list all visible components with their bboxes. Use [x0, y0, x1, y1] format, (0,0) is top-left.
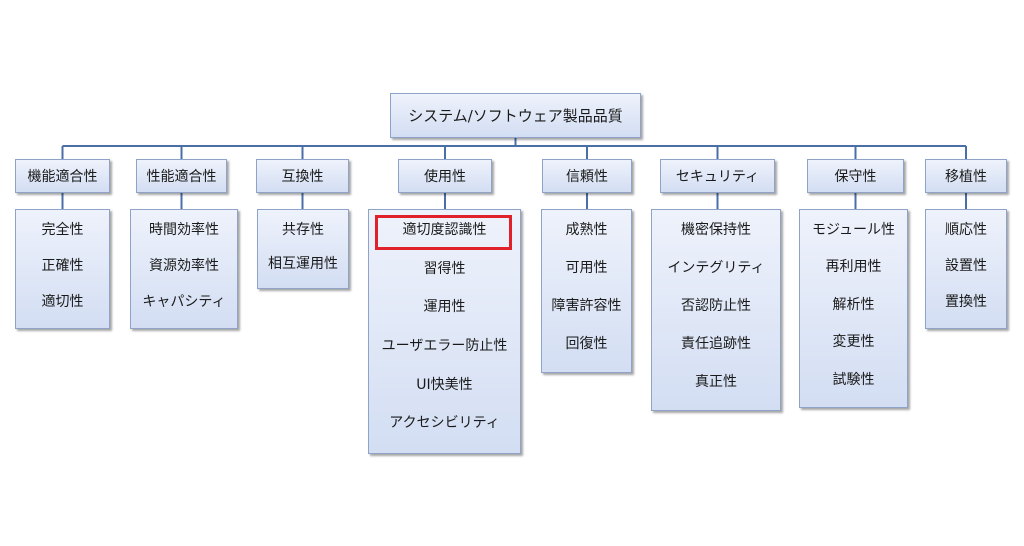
category-label: 機能適合性 — [27, 169, 98, 185]
subcharacteristic-label: 設置性 — [945, 258, 987, 274]
subcharacteristic-label: 時間効率性 — [149, 222, 219, 238]
category-item-list: 時間効率性資源効率性キャパシティ — [130, 209, 238, 329]
subcharacteristic-item: 変更性 — [829, 332, 879, 369]
subcharacteristic-item: 資源効率性 — [145, 256, 223, 292]
subcharacteristic-item: 解析性 — [829, 295, 879, 332]
subcharacteristic-label: 適切度認識性 — [402, 222, 487, 238]
subcharacteristic-item: 順応性 — [941, 220, 991, 256]
category-label: 保守性 — [834, 169, 877, 185]
subcharacteristic-label: 相互運用性 — [268, 256, 338, 272]
subcharacteristic-item: 正確性 — [38, 256, 88, 292]
category-header: 保守性 — [807, 159, 904, 193]
subcharacteristic-item: 試験性 — [829, 370, 879, 407]
subcharacteristic-label: 可用性 — [565, 260, 608, 276]
subcharacteristic-item: 共存性 — [278, 220, 328, 254]
subcharacteristic-label: 正確性 — [41, 258, 84, 274]
category-item-list: 共存性相互運用性 — [257, 209, 349, 289]
subcharacteristic-item: 再利用性 — [822, 257, 886, 294]
subcharacteristic-label: 共存性 — [282, 222, 324, 238]
subcharacteristic-label: 変更性 — [832, 334, 875, 351]
subcharacteristic-label: 解析性 — [832, 296, 875, 313]
subcharacteristic-item: 完全性 — [38, 220, 88, 256]
subcharacteristic-item: 責任追跡性 — [677, 334, 755, 372]
category-item-list: 順応性設置性置換性 — [925, 209, 1007, 329]
subcharacteristic-item: 適切性 — [38, 292, 88, 328]
subcharacteristic-label: キャパシティ — [142, 294, 226, 310]
category-item-list: モジュール性再利用性解析性変更性試験性 — [799, 209, 908, 408]
root-label: システム/ソフトウェア製品品質 — [408, 107, 623, 125]
subcharacteristic-item: 時間効率性 — [145, 220, 223, 256]
subcharacteristic-item: 習得性 — [420, 259, 470, 298]
subcharacteristic-label: 習得性 — [423, 260, 466, 277]
subcharacteristic-label: インテグリティ — [667, 260, 765, 276]
subcharacteristic-item: モジュール性 — [808, 220, 899, 257]
subcharacteristic-label: 障害許容性 — [551, 298, 622, 314]
category-label: 使用性 — [424, 169, 466, 185]
category-header: セキュリティ — [660, 159, 775, 193]
category-label: 互換性 — [281, 169, 324, 185]
subcharacteristic-item: 可用性 — [562, 258, 612, 296]
subcharacteristic-item: 成熟性 — [562, 220, 612, 258]
category-header: 機能適合性 — [15, 159, 110, 193]
subcharacteristic-item: 障害許容性 — [548, 296, 626, 334]
subcharacteristic-item: 相互運用性 — [264, 254, 342, 288]
category-label: セキュリティ — [675, 169, 760, 185]
category-label: 信頼性 — [566, 169, 608, 185]
subcharacteristic-item: アクセシビリティ — [385, 413, 503, 452]
subcharacteristic-item: 真正性 — [691, 372, 741, 410]
subcharacteristic-label: 機密保持性 — [681, 222, 751, 238]
subcharacteristic-label: 真正性 — [695, 374, 737, 390]
subcharacteristic-label: 運用性 — [423, 299, 466, 316]
subcharacteristic-item: ユーザエラー防止性 — [378, 336, 512, 375]
subcharacteristic-item: 否認防止性 — [677, 296, 755, 334]
category-header: 使用性 — [398, 159, 492, 193]
subcharacteristic-item: キャパシティ — [138, 292, 229, 328]
category-item-list: 完全性正確性適切性 — [15, 209, 110, 329]
category-header: 性能適合性 — [136, 159, 227, 193]
subcharacteristic-label: 完全性 — [41, 222, 84, 238]
subcharacteristic-label: 順応性 — [945, 222, 987, 238]
subcharacteristic-label: アクセシビリティ — [389, 415, 500, 432]
subcharacteristic-label: 再利用性 — [825, 259, 882, 276]
subcharacteristic-item: 回復性 — [562, 334, 612, 372]
subcharacteristic-item: 運用性 — [420, 297, 470, 336]
subcharacteristic-label: 否認防止性 — [681, 298, 751, 314]
subcharacteristic-item: 置換性 — [941, 292, 991, 328]
category-header: 互換性 — [256, 159, 349, 193]
subcharacteristic-label: 置換性 — [945, 294, 987, 310]
subcharacteristic-label: 適切性 — [41, 294, 84, 310]
subcharacteristic-label: 試験性 — [832, 371, 875, 388]
subcharacteristic-item: インテグリティ — [663, 258, 768, 296]
subcharacteristic-item: UI快美性 — [412, 375, 476, 414]
category-header: 移植性 — [925, 159, 1007, 193]
category-label: 性能適合性 — [146, 169, 217, 185]
subcharacteristic-item: 機密保持性 — [677, 220, 755, 258]
category-header: 信頼性 — [542, 159, 632, 193]
category-item-list: 機密保持性インテグリティ否認防止性責任追跡性真正性 — [651, 209, 781, 411]
subcharacteristic-label: UI快美性 — [416, 376, 473, 393]
subcharacteristic-label: ユーザエラー防止性 — [381, 338, 508, 355]
subcharacteristic-label: 回復性 — [565, 336, 608, 352]
subcharacteristic-label: モジュール性 — [811, 222, 896, 238]
highlight-frame — [375, 215, 512, 250]
subcharacteristic-label: 成熟性 — [565, 222, 608, 238]
subcharacteristic-label: 責任追跡性 — [681, 336, 751, 352]
subcharacteristic-item: 適切度認識性 — [399, 220, 491, 259]
category-label: 移植性 — [945, 169, 987, 185]
subcharacteristic-item: 設置性 — [941, 256, 991, 292]
subcharacteristic-label: 資源効率性 — [149, 258, 219, 274]
category-item-list: 成熟性可用性障害許容性回復性 — [541, 209, 632, 373]
root-quality-node: システム/ソフトウェア製品品質 — [390, 93, 641, 138]
